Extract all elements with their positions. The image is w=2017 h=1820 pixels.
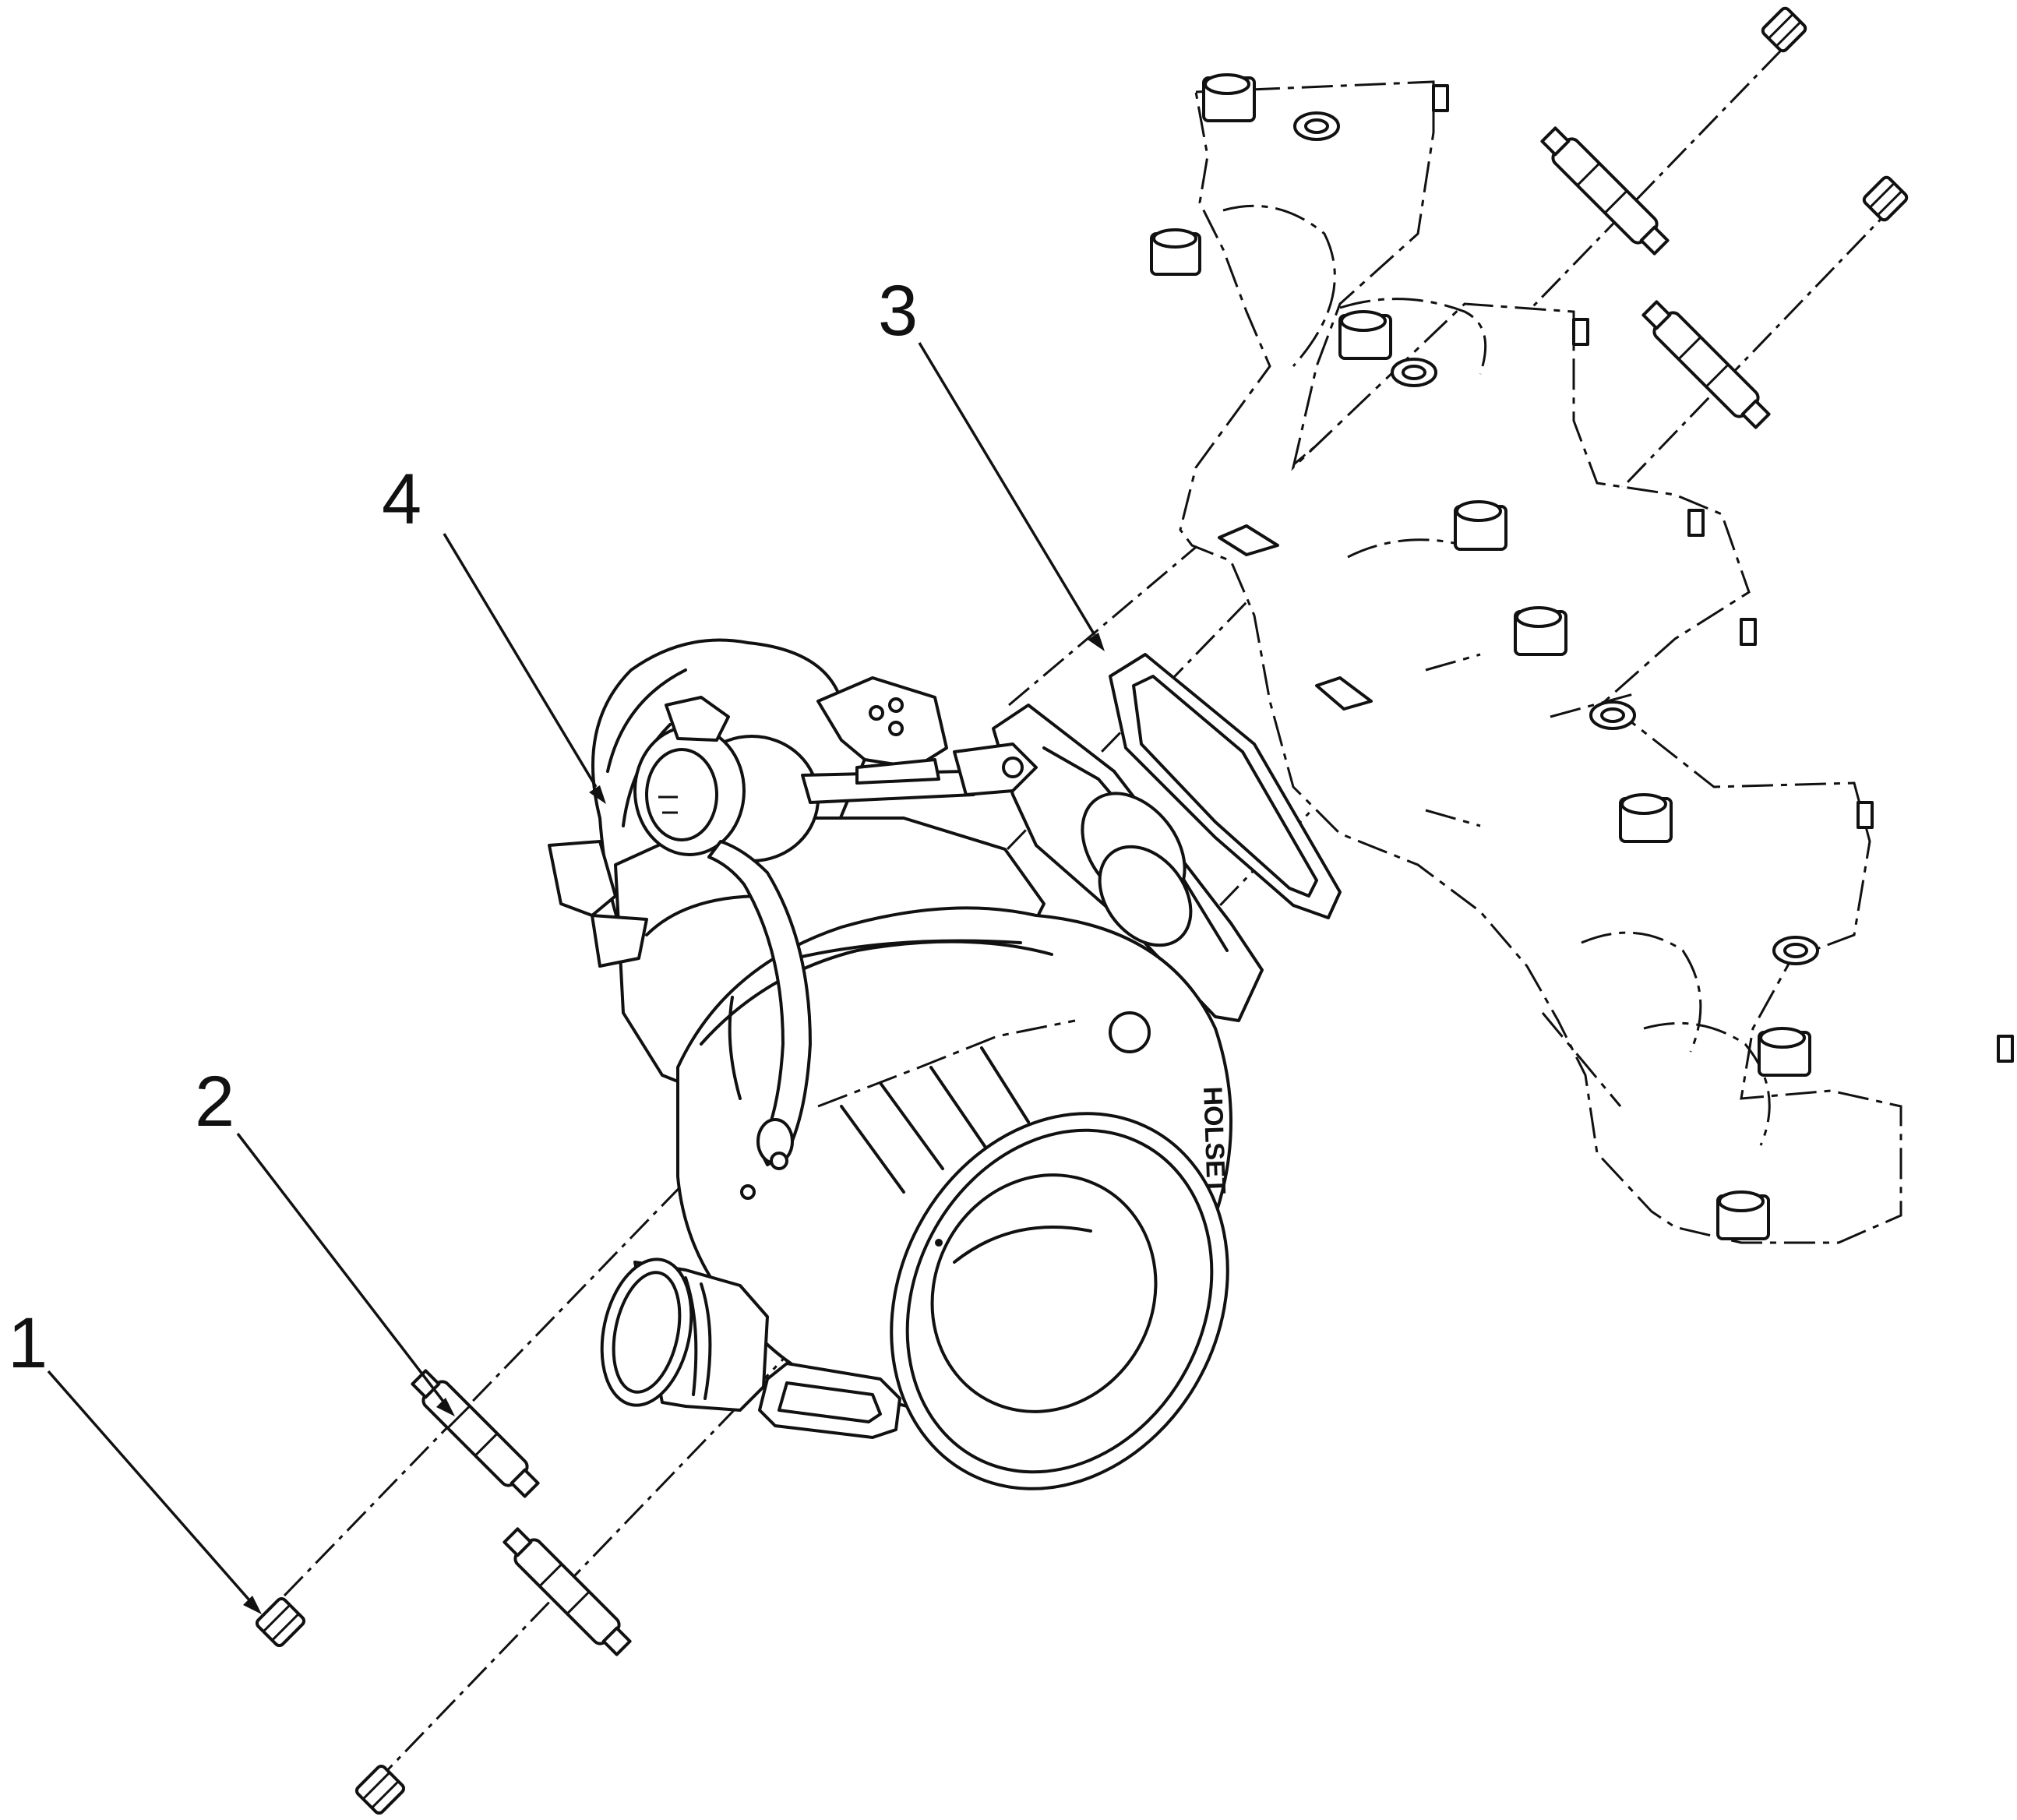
compressor-housing: HOLSET xyxy=(676,906,1232,1490)
compressor-outlet-elbow xyxy=(600,1257,769,1412)
callout-1: 1 xyxy=(8,1303,262,1614)
manifold-bolt-7 xyxy=(1758,1027,2014,1077)
callout-2: 2 xyxy=(195,1062,455,1416)
stud-upper-2 xyxy=(1652,311,1760,418)
callout-4-label: 4 xyxy=(382,460,421,539)
turbocharger: HOLSET xyxy=(548,638,1264,1490)
callout-4: 4 xyxy=(382,460,606,804)
manifold-bolt-4 xyxy=(1454,500,1705,551)
lower-stud-assembly-2 xyxy=(354,1527,632,1815)
manifold-bolt-1 xyxy=(1202,73,1449,122)
turbo-flange-gasket xyxy=(1109,653,1342,919)
callout-3: 3 xyxy=(878,271,1105,651)
nut-lower-1 xyxy=(255,1596,306,1648)
upper-stud-assembly-2 xyxy=(1641,175,1909,429)
manifold-bolt-3 xyxy=(1338,310,1589,360)
nut-lower-2 xyxy=(354,1764,406,1815)
upper-stud-assembly-1 xyxy=(1540,6,1807,256)
manifold-bolt-2 xyxy=(1150,228,1201,276)
callout-3-label: 3 xyxy=(878,271,918,351)
callout-2-label: 2 xyxy=(195,1062,234,1141)
manifold-bolt-6 xyxy=(1619,793,1874,843)
manifold-bolt-8 xyxy=(1716,1190,1770,1240)
nut-upper-2 xyxy=(1862,175,1909,222)
lower-mounting-pad xyxy=(758,1362,901,1439)
oil-feed-line xyxy=(707,840,812,1200)
nut-upper-1 xyxy=(1761,6,1807,53)
exhaust-manifold-phantom xyxy=(1150,73,2014,1244)
callout-1-label: 1 xyxy=(8,1303,48,1383)
lower-stud-assembly-1 xyxy=(255,1369,540,1648)
stud-lower-2 xyxy=(513,1538,621,1645)
manifold-bolt-5 xyxy=(1514,606,1757,656)
wastegate-actuator xyxy=(548,696,1038,968)
